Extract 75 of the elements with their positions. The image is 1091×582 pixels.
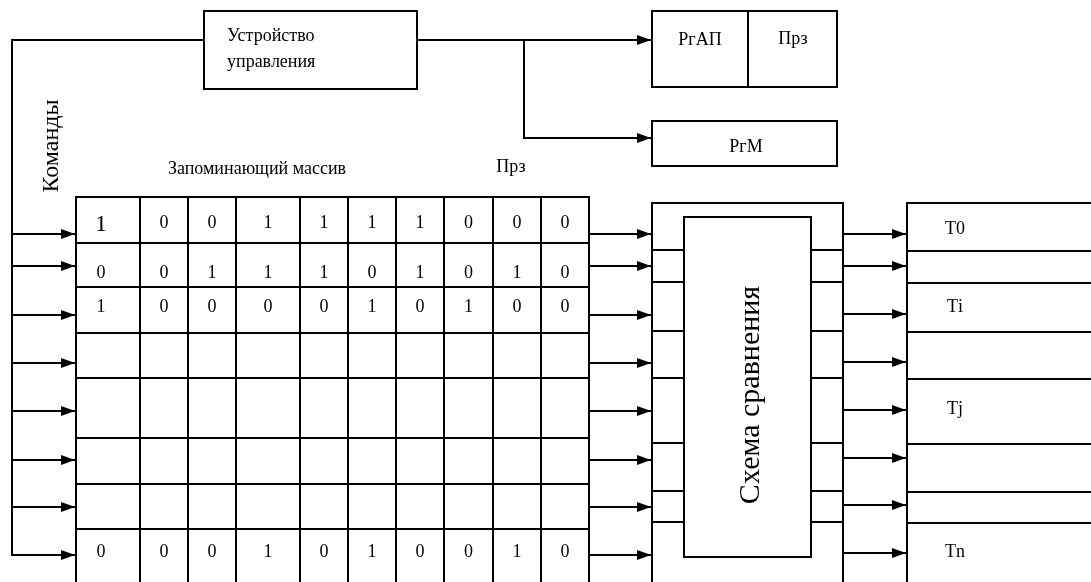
bit-value: 1 xyxy=(415,212,425,234)
arrow xyxy=(589,550,652,560)
register-box xyxy=(651,10,838,88)
bit-value: 0 xyxy=(560,262,570,284)
arrow xyxy=(589,261,652,271)
bit-value: 1 xyxy=(319,212,329,234)
bit-value: 0 xyxy=(159,541,169,563)
bit-value: 0 xyxy=(159,296,169,318)
signal-label: Команды xyxy=(35,99,64,193)
arrow xyxy=(589,502,652,512)
box-label: Тj xyxy=(947,398,963,420)
bit-value: 1 xyxy=(512,541,522,563)
column-label: Прз xyxy=(496,156,526,178)
bit-value: 0 xyxy=(96,541,106,563)
arrow xyxy=(843,357,907,367)
box-label: Устройство управления xyxy=(227,24,317,73)
arrow xyxy=(589,455,652,465)
bit-value: 1 xyxy=(319,262,329,284)
bit-value: 0 xyxy=(159,212,169,234)
bit-value: 1 xyxy=(96,296,106,318)
bit-value: 1 xyxy=(95,208,107,238)
bit-value: 1 xyxy=(367,296,377,318)
arrow xyxy=(589,406,652,416)
control-unit-box xyxy=(203,10,418,90)
arrow xyxy=(589,310,652,320)
bit-value: 0 xyxy=(464,212,473,234)
arrow xyxy=(843,548,907,558)
bit-value: 0 xyxy=(96,262,106,284)
arrow xyxy=(843,261,907,271)
bit-value: 1 xyxy=(464,296,473,318)
arrow xyxy=(843,405,907,415)
bit-value: 0 xyxy=(159,262,169,284)
bit-value: 0 xyxy=(319,296,329,318)
arrow xyxy=(843,309,907,319)
bit-value: 0 xyxy=(464,262,473,284)
bit-value: 1 xyxy=(263,541,273,563)
box-label: Прз xyxy=(778,28,808,50)
comparator-box xyxy=(683,216,812,558)
bit-value: 0 xyxy=(263,296,273,318)
bit-value: 1 xyxy=(367,541,377,563)
bit-value: 0 xyxy=(560,296,570,318)
box-label: Тn xyxy=(945,541,965,563)
box-label: РгМ xyxy=(729,136,763,158)
arrow xyxy=(589,229,652,239)
arrow xyxy=(843,229,907,239)
box-label: РгАП xyxy=(678,29,722,51)
box-label: Т0 xyxy=(945,218,965,240)
bit-value: 0 xyxy=(207,296,217,318)
bit-value: 1 xyxy=(263,212,273,234)
bit-value: 0 xyxy=(464,541,473,563)
bit-value: 1 xyxy=(367,212,377,234)
arrow xyxy=(417,39,652,143)
arrow xyxy=(589,358,652,368)
bit-value: 0 xyxy=(415,296,425,318)
bit-value: 1 xyxy=(415,262,425,284)
bit-value: 0 xyxy=(207,212,217,234)
arrow xyxy=(843,453,907,463)
bit-value: 0 xyxy=(560,212,570,234)
bit-value: 0 xyxy=(319,541,329,563)
array-heading: Запоминающий массив xyxy=(167,158,347,180)
bit-value: 0 xyxy=(560,541,570,563)
register-box xyxy=(651,120,838,167)
bit-value: 0 xyxy=(415,541,425,563)
box-label: Схема сравнения xyxy=(731,285,766,505)
tag-register xyxy=(906,202,1091,582)
bit-value: 0 xyxy=(207,541,217,563)
bit-value: 1 xyxy=(512,262,522,284)
bit-value: 0 xyxy=(512,296,522,318)
bit-value: 0 xyxy=(367,262,377,284)
arrow xyxy=(843,500,907,510)
bit-value: 0 xyxy=(512,212,522,234)
box-label: Тi xyxy=(947,296,963,318)
bit-value: 1 xyxy=(207,262,217,284)
bit-value: 1 xyxy=(263,262,273,284)
comparator-block xyxy=(651,202,844,582)
